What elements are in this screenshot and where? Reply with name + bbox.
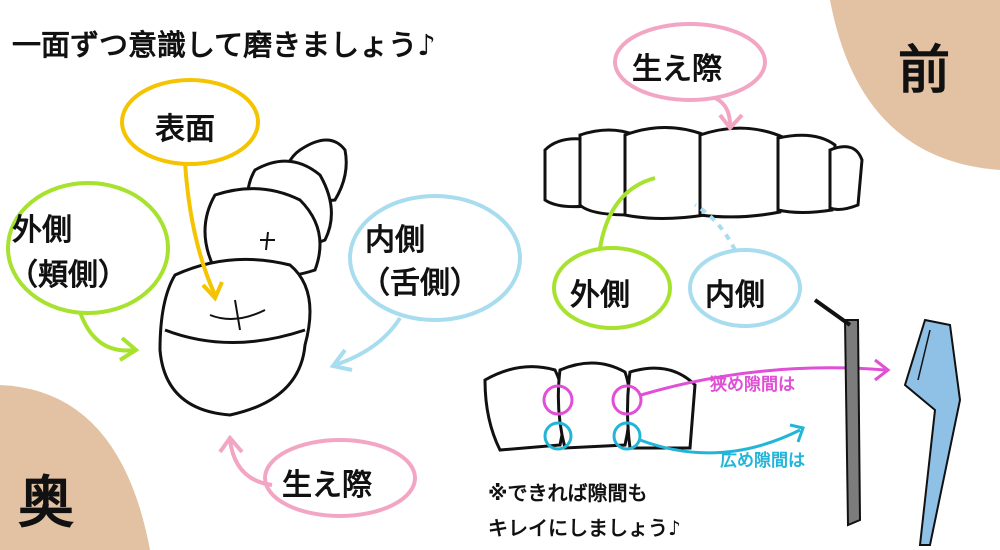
molar-tooth <box>158 138 348 417</box>
floss-pick-icon <box>903 318 962 546</box>
label-gumline-front: 生え際 <box>632 52 722 87</box>
inner-bubble <box>348 194 522 322</box>
surface-bubble <box>120 78 260 166</box>
interdental-brush-icon <box>813 298 862 527</box>
label-wide-gap: 広め隙間は <box>720 451 805 471</box>
corner-back-bg <box>0 385 150 550</box>
gumline-bubble-back <box>263 438 417 518</box>
front-inner-bubble <box>688 248 802 328</box>
label-inner-sub: （舌側） <box>360 266 480 301</box>
gap-note-line2: キレイにしましょう♪ <box>488 516 681 540</box>
gumline-bubble-front <box>613 22 767 102</box>
corner-label-back: 奥 <box>18 471 74 536</box>
outer-bubble <box>6 181 170 315</box>
inner-arrow <box>334 316 402 367</box>
front-teeth <box>543 126 864 220</box>
gap-note-line1: ※できれば隙間も <box>488 481 648 505</box>
corner-front-bg <box>830 0 1000 170</box>
label-outer-sub: （頬側） <box>8 258 128 293</box>
label-front-inner: 内側 <box>705 278 765 313</box>
front-outer-bubble <box>552 246 672 330</box>
label-narrow-gap: 狭め隙間は <box>710 375 795 395</box>
page-title: 一面ずつ意識して磨きましょう♪ <box>12 28 436 62</box>
label-outer: 外側 <box>12 213 72 248</box>
outer-arrow <box>78 311 136 353</box>
gap-teeth <box>483 361 697 452</box>
label-front-outer: 外側 <box>570 278 630 313</box>
surface-arrow <box>183 161 217 296</box>
label-inner: 内側 <box>365 223 425 258</box>
corner-label-front: 前 <box>898 41 951 101</box>
label-gumline-back: 生え際 <box>282 468 372 503</box>
gumline-arrow-back <box>228 439 273 487</box>
label-surface: 表面 <box>155 112 215 147</box>
